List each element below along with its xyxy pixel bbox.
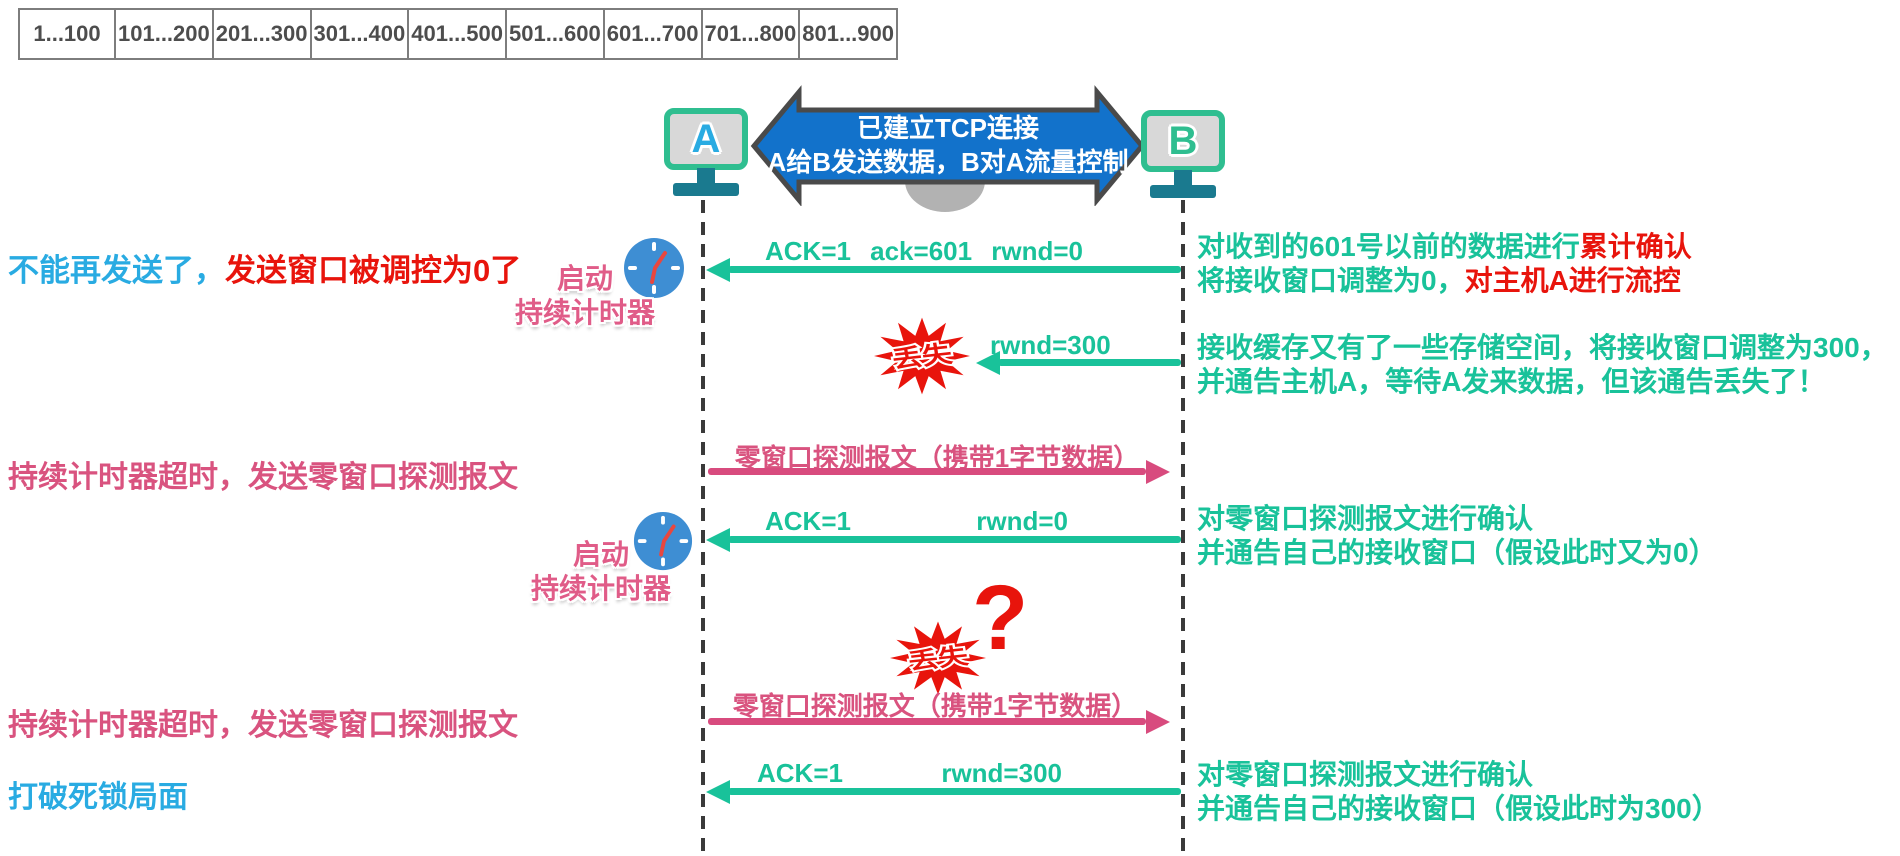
msg1-rwnd: rwnd=0 bbox=[991, 236, 1083, 266]
right-note-1: 对收到的601号以前的数据进行累计确认 将接收窗口调整为0，对主机A进行流控 bbox=[1197, 230, 1692, 298]
msg6-arrowhead bbox=[706, 780, 730, 804]
msg6-ack-flag: ACK=1 bbox=[757, 758, 843, 788]
right-note-3: 对零窗口探测报文进行确认 并通告自己的接收窗口（假设此时又为0） bbox=[1197, 502, 1717, 570]
right-note-2: 接收缓存又有了一些存储空间，将接收窗口调整为300， 并通告主机A，等待A发来数… bbox=[1197, 331, 1888, 399]
host-b-stand-base bbox=[1150, 185, 1216, 198]
question-glyph: ? bbox=[972, 567, 1029, 669]
sequence-cell: 301...400 bbox=[309, 8, 410, 60]
banner-line1: 已建立TCP连接 bbox=[857, 113, 1039, 143]
msg1-label: ACK=1 ack=601 rwnd=0 bbox=[765, 236, 1083, 267]
note-red-text: 累计确认 bbox=[1579, 231, 1692, 262]
host-b-label: B bbox=[1168, 119, 1198, 163]
msg1-arrowhead bbox=[706, 258, 730, 282]
msg1-ack-flag: ACK=1 bbox=[765, 236, 851, 266]
host-a-label: A bbox=[691, 117, 721, 161]
right-note-4-line1: 对零窗口探测报文进行确认 bbox=[1197, 759, 1534, 790]
sequence-cell: 501...600 bbox=[505, 8, 605, 60]
msg4-ack-flag: ACK=1 bbox=[765, 506, 851, 536]
timer-line2: 持续计时器 bbox=[530, 573, 671, 604]
msg3-arrow bbox=[708, 468, 1146, 475]
right-note-4: 对零窗口探测报文进行确认 并通告自己的接收窗口（假设此时为300） bbox=[1197, 758, 1720, 826]
msg6-rwnd: rwnd=300 bbox=[941, 758, 1062, 788]
sequence-cell: 801...900 bbox=[798, 8, 898, 60]
host-a-timeline bbox=[701, 200, 705, 856]
msg2-rwnd: rwnd=300 bbox=[990, 330, 1111, 360]
msg2-arrowhead bbox=[976, 351, 1000, 375]
host-a-stand bbox=[697, 168, 715, 185]
host-b-stand bbox=[1174, 170, 1192, 187]
host-a-monitor-icon: A bbox=[664, 108, 748, 170]
start-persist-timer-note-2: 启动 持续计时器 bbox=[515, 538, 687, 606]
lost-starburst-1: 丢失 bbox=[874, 317, 970, 395]
right-note-2-line1: 接收缓存又有了一些存储空间，将接收窗口调整为300， bbox=[1197, 332, 1888, 363]
right-note-2-line2: 并通告主机A，等待A发来数据，但该通告丢失了！ bbox=[1197, 366, 1826, 397]
host-a-stand-base bbox=[673, 183, 739, 196]
right-note-3-line1: 对零窗口探测报文进行确认 bbox=[1197, 503, 1534, 534]
starburst-shape bbox=[874, 317, 970, 395]
right-note-1-line2: 将接收窗口调整为0，对主机A进行流控 bbox=[1197, 264, 1692, 298]
left-note-deadlock: 打破死锁局面 bbox=[8, 781, 188, 814]
byte-sequence-table: 1...100 101...200 201...300 301...400 40… bbox=[18, 8, 898, 60]
msg2-arrow bbox=[998, 359, 1181, 366]
sequence-cell: 701...800 bbox=[700, 8, 801, 60]
host-b-timeline bbox=[1181, 200, 1185, 856]
host-b-monitor-icon: B bbox=[1141, 110, 1225, 172]
right-note-1-line1: 对收到的601号以前的数据进行累计确认 bbox=[1197, 230, 1692, 264]
msg6-arrow bbox=[728, 788, 1181, 795]
msg2-label: rwnd=300 bbox=[990, 330, 1111, 361]
sequence-cell: 401...500 bbox=[407, 8, 507, 60]
double-arrow-shape bbox=[750, 85, 1146, 206]
sequence-cell: 1...100 bbox=[18, 8, 116, 60]
table-row: 1...100 101...200 201...300 301...400 40… bbox=[18, 8, 898, 60]
msg4-arrowhead bbox=[706, 528, 730, 552]
timer-line2: 持续计时器 bbox=[514, 297, 655, 328]
clock-icon bbox=[624, 238, 684, 298]
msg6-label: ACK=1 rwnd=300 bbox=[757, 758, 1062, 789]
question-mark: ? bbox=[972, 572, 1028, 664]
msg5-arrow bbox=[708, 718, 1146, 725]
lost-starburst-2: 丢失 bbox=[890, 621, 986, 695]
start-persist-timer-note-1: 启动 持续计时器 bbox=[500, 262, 670, 330]
msg4-arrow bbox=[728, 536, 1181, 543]
msg5-arrowhead bbox=[1146, 710, 1170, 734]
sequence-cell: 101...200 bbox=[114, 8, 214, 60]
timer-line1: 启动 bbox=[556, 263, 613, 294]
msg3-arrowhead bbox=[1146, 460, 1170, 484]
left-note-red-part: 发送窗口被调控为0了 bbox=[225, 253, 522, 288]
msg1-arrow bbox=[728, 266, 1181, 273]
msg5-label: 零窗口探测报文（携带1字节数据） bbox=[700, 686, 1170, 723]
sequence-cell: 601...700 bbox=[602, 8, 703, 60]
note-green-text: 将接收窗口调整为0， bbox=[1197, 265, 1465, 296]
note-green-text: 对收到的601号以前的数据进行 bbox=[1197, 231, 1580, 262]
left-note-probe-2: 持续计时器超时，发送零窗口探测报文 bbox=[8, 709, 518, 742]
left-note-window-zero: 不能再发送了，发送窗口被调控为0了 bbox=[8, 245, 521, 290]
msg4-label: ACK=1 rwnd=0 bbox=[765, 506, 1068, 537]
msg1-ack-number: ack=601 bbox=[870, 236, 973, 266]
sequence-cell: 201...300 bbox=[211, 8, 312, 60]
tcp-connection-banner-arrow: 已建立TCP连接 A给B发送数据，B对A流量控制 bbox=[750, 85, 1146, 206]
right-note-4-line2: 并通告自己的接收窗口（假设此时为300） bbox=[1197, 793, 1720, 824]
left-note-probe-1: 持续计时器超时，发送零窗口探测报文 bbox=[8, 461, 518, 494]
msg5-text: 零窗口探测报文（携带1字节数据） bbox=[732, 691, 1138, 721]
msg4-rwnd: rwnd=0 bbox=[976, 506, 1068, 536]
starburst-shape bbox=[890, 621, 986, 695]
clock-icon bbox=[633, 511, 693, 571]
right-note-3-line2: 并通告自己的接收窗口（假设此时又为0） bbox=[1197, 537, 1717, 568]
note-red-text: 对主机A进行流控 bbox=[1464, 265, 1681, 296]
timer-line1: 启动 bbox=[572, 539, 629, 570]
left-note-blue-part: 不能再发送了， bbox=[8, 253, 225, 288]
banner-line2: A给B发送数据，B对A流量控制 bbox=[767, 147, 1128, 177]
